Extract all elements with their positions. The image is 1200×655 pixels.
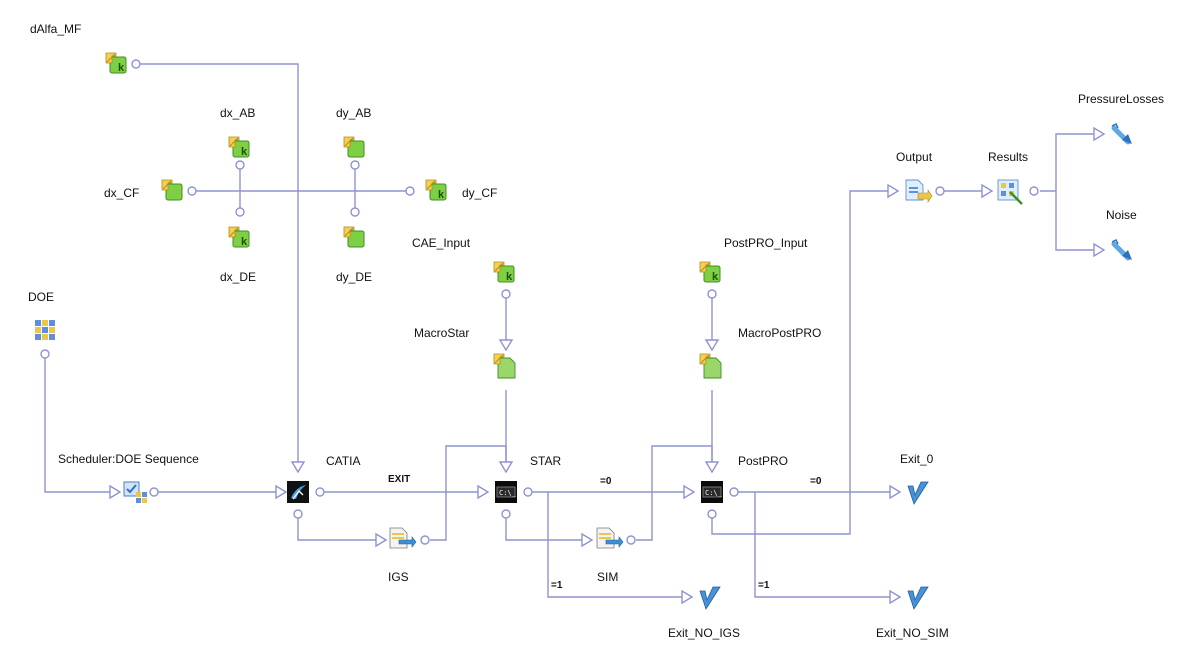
label-scheduler: Scheduler:DOE Sequence <box>58 452 199 466</box>
label-doe: DOE <box>28 290 55 304</box>
parameter-icon <box>343 226 365 248</box>
label-dy-ab: dy_AB <box>336 106 372 120</box>
parameter-k-icon <box>229 227 249 248</box>
node-doe[interactable] <box>35 320 55 340</box>
label-results: Results <box>988 150 1029 164</box>
node-postpro-input[interactable] <box>700 262 720 283</box>
node-star[interactable] <box>494 480 518 504</box>
results-icon <box>996 178 1024 206</box>
label-noise: Noise <box>1106 208 1137 222</box>
label-catia: CATIA <box>326 454 361 468</box>
edge-labels: EXIT =0 =0 =1 =1 <box>388 474 822 591</box>
node-postpro[interactable] <box>700 480 724 504</box>
label-dalfa-mf: dAlfa_MF <box>30 22 82 36</box>
label-output: Output <box>896 150 933 164</box>
label-igs: IGS <box>388 570 409 584</box>
scheduler-icon <box>123 481 148 504</box>
macro-file-icon <box>699 353 722 379</box>
parameter-k-icon <box>494 262 514 283</box>
exit-check-icon <box>907 586 929 610</box>
label-dx-cf: dx_CF <box>104 186 140 200</box>
terminal-icon <box>700 480 724 504</box>
parameter-k-icon <box>700 262 720 283</box>
node-exit-0[interactable] <box>907 481 929 505</box>
node-dx-de[interactable] <box>229 227 249 248</box>
label-pressurelosses: PressureLosses <box>1078 92 1165 106</box>
node-exit-no-sim[interactable] <box>907 586 929 610</box>
node-dx-cf[interactable] <box>161 179 183 201</box>
node-cae-input[interactable] <box>494 262 514 283</box>
node-scheduler[interactable] <box>123 481 148 504</box>
edge-label-postpro-exit-no-sim: =1 <box>758 580 770 591</box>
label-exit-no-igs: Exit_NO_IGS <box>668 626 741 640</box>
node-dx-ab[interactable] <box>229 137 249 158</box>
label-macropostpro: MacroPostPRO <box>738 326 822 340</box>
edge-label-postpro-exit0: =0 <box>810 476 822 487</box>
node-macropostpro[interactable] <box>699 353 722 379</box>
label-sim: SIM <box>597 570 619 584</box>
output-file-icon <box>905 179 933 203</box>
parameter-icon <box>161 179 183 201</box>
label-dx-de: dx_DE <box>220 270 257 284</box>
label-dx-ab: dx_AB <box>220 106 256 120</box>
label-exit-0: Exit_0 <box>900 452 934 466</box>
node-dy-ab[interactable] <box>343 136 365 158</box>
node-exit-no-igs[interactable] <box>699 586 721 610</box>
parameter-k-icon <box>106 53 126 74</box>
parameter-k-icon <box>229 137 249 158</box>
label-postpro-input: PostPRO_Input <box>724 236 808 250</box>
exit-check-icon <box>907 481 929 505</box>
macro-file-icon <box>493 353 516 379</box>
node-sim[interactable] <box>596 527 624 549</box>
doe-grid-icon <box>35 320 55 340</box>
node-catia[interactable] <box>286 480 310 504</box>
node-dalfa-mf[interactable] <box>106 53 126 74</box>
edge-label-exit: EXIT <box>388 474 410 485</box>
file-transfer-icon <box>596 527 624 549</box>
probe-icon <box>1112 124 1132 144</box>
label-macrostar: MacroStar <box>414 326 470 340</box>
node-dy-cf[interactable] <box>426 180 446 201</box>
label-postpro: PostPRO <box>738 454 789 468</box>
catia-icon <box>286 480 310 504</box>
edge-label-star-exit-no-igs: =1 <box>551 580 563 591</box>
label-star: STAR <box>530 454 562 468</box>
terminal-icon <box>494 480 518 504</box>
parameter-icon <box>343 136 365 158</box>
file-transfer-icon <box>389 527 417 549</box>
parameter-k-icon <box>426 180 446 201</box>
node-macrostar[interactable] <box>493 353 516 379</box>
node-noise[interactable] <box>1112 240 1132 260</box>
connections <box>40 59 1106 605</box>
probe-icon <box>1112 240 1132 260</box>
node-results[interactable] <box>996 178 1024 206</box>
label-dy-cf: dy_CF <box>462 186 498 200</box>
exit-check-icon <box>699 586 721 610</box>
label-cae-input: CAE_Input <box>412 236 471 250</box>
node-dy-de[interactable] <box>343 226 365 248</box>
node-pressurelosses[interactable] <box>1112 124 1132 144</box>
node-igs[interactable] <box>389 527 417 549</box>
node-output[interactable] <box>905 179 933 203</box>
edge-label-star-postpro: =0 <box>600 476 612 487</box>
label-dy-de: dy_DE <box>336 270 373 284</box>
label-exit-no-sim: Exit_NO_SIM <box>876 626 949 640</box>
